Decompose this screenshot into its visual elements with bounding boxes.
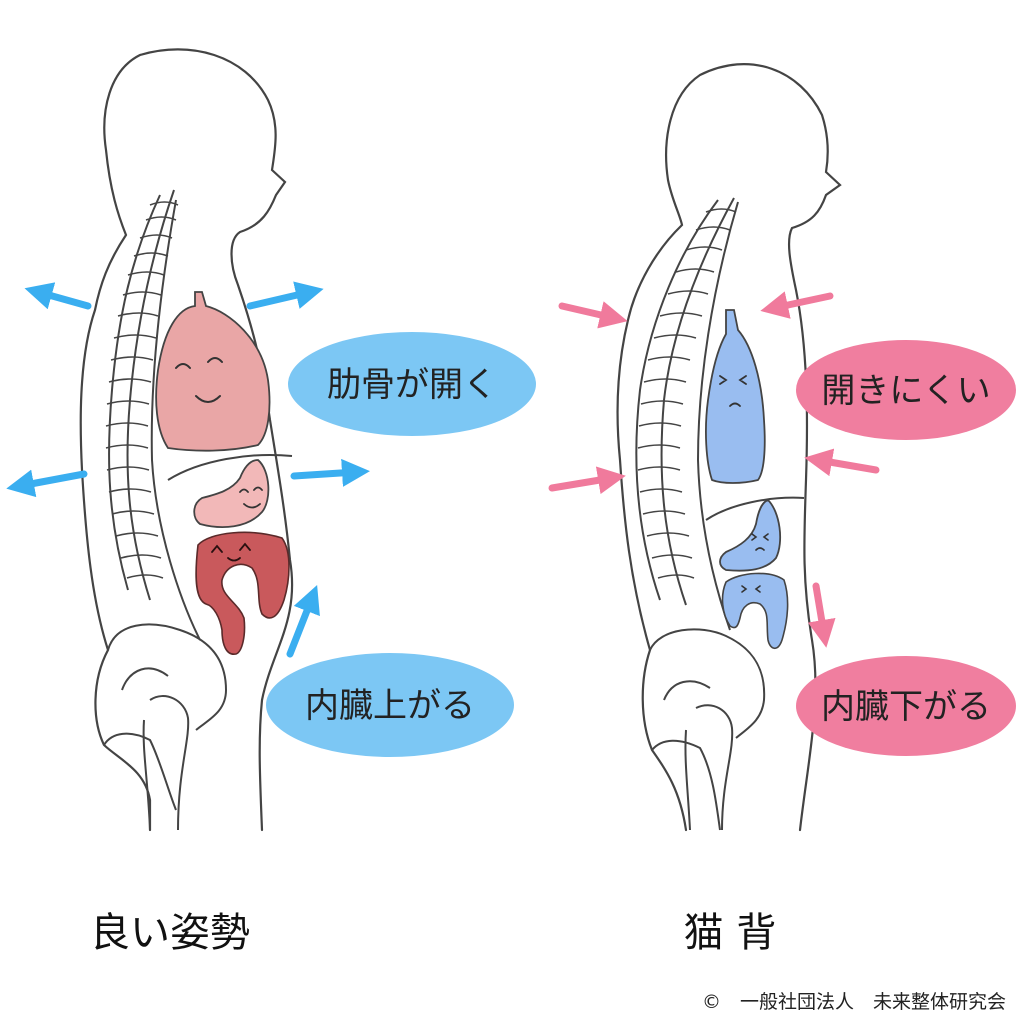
bad-posture-caption: 猫 背 [684,910,777,956]
bad-posture-figure: 開きにくい 内臓下がる 猫 背 [548,63,1016,956]
arrow-back-upper-in [558,301,628,329]
good-lung-face [175,357,223,403]
good-arrows [6,281,370,658]
good-posture-caption: 良い姿勢 [90,910,250,956]
arrow-front-upper-in [760,291,834,319]
bad-pelvis [649,628,766,831]
bad-ribs-label: 開きにくい [821,371,990,411]
good-spine [105,189,179,601]
good-intestine-face [211,542,251,562]
good-pelvis [103,623,228,811]
good-organs-label: 内臓上がる [305,686,475,726]
good-body-outline [79,48,294,832]
bad-intestine-face [741,585,761,593]
good-femur [142,695,190,831]
good-ribs-label: 肋骨が開く [327,365,497,405]
good-ribcage [150,199,293,641]
good-stomach-face [239,486,263,509]
good-posture-figure: 肋骨が開く 内臓上がる 良い姿勢 [6,48,536,956]
good-intestine [195,531,290,655]
arrow-front-lower [290,458,370,487]
bad-lung [705,309,766,484]
arrow-back-lower [6,469,88,498]
arrow-front-lower-in [804,448,880,477]
arrow-front-upper [246,281,324,310]
good-stomach [193,459,270,529]
bad-organs-bubble: 内臓下がる [796,656,1016,756]
bad-stomach-face [751,533,769,551]
bad-arrows [548,291,880,648]
arrow-back-lower-in [548,466,626,495]
bad-spine [635,197,737,606]
arrow-organs-up [286,584,320,658]
arrow-back-upper [24,282,92,310]
arrow-organs-down [807,582,836,648]
bad-ribs-bubble: 開きにくい [796,340,1016,440]
bad-femur [684,704,734,831]
good-organs-bubble: 内臓上がる [266,653,514,757]
copyright-credit: © 一般社団法人 未来整体研究会 [702,991,1006,1013]
good-ribs-bubble: 肋骨が開く [288,332,536,436]
bad-lung-face [719,375,747,407]
bad-intestine [721,572,789,650]
bad-organs-label: 内臓下がる [821,687,991,727]
bad-ribcage [696,201,805,631]
good-lung [155,291,271,452]
bad-stomach [719,498,782,572]
